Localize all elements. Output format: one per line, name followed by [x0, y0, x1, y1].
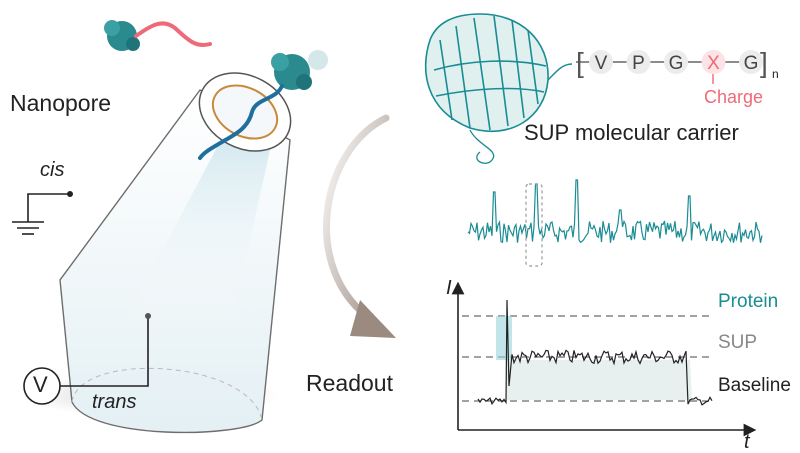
residue-letter: G	[744, 53, 759, 74]
trans-electrode	[145, 313, 151, 319]
sup-tail-free	[134, 21, 212, 47]
readout-label: Readout	[306, 370, 393, 396]
residue-bubble	[589, 50, 613, 74]
x-axis-label: t	[744, 431, 750, 453]
subscript-n: n	[772, 67, 779, 81]
charge-label: Charge	[704, 87, 764, 107]
pore-mouth	[198, 72, 292, 152]
trace-line	[467, 179, 763, 244]
gfp-structure	[424, 13, 573, 164]
sequence-row: [ ] V P G X G	[576, 47, 768, 84]
carrier-caption: SUP molecular carrier	[524, 122, 739, 144]
residue-bubble	[739, 50, 763, 74]
residue-bubble	[626, 50, 651, 74]
residue-bubble	[664, 50, 688, 74]
event-fill	[506, 360, 692, 400]
voltage-source-icon	[23, 367, 61, 405]
residue-letter: V	[595, 53, 608, 74]
ground-icon	[12, 191, 73, 235]
protein-blob-icon	[104, 20, 140, 51]
level-label-baseline: Baseline	[718, 375, 791, 396]
bracket-close: ]	[760, 47, 768, 78]
residue-letter: X	[707, 53, 720, 74]
readout-arrow	[323, 114, 390, 324]
pore-beam	[120, 138, 270, 330]
sup-chain-threading	[198, 84, 284, 160]
protein-highlight	[496, 316, 512, 360]
level-label-sup: SUP	[718, 332, 758, 353]
bracket-open: [	[576, 47, 584, 78]
voltage-label: V	[33, 372, 48, 397]
level-label-protein: Protein	[718, 291, 779, 312]
residue-bubble	[701, 50, 726, 74]
cis-label: cis	[40, 159, 65, 181]
nanopore-label: Nanopore	[10, 90, 112, 116]
trans-label: trans	[92, 391, 137, 413]
current-trace	[467, 179, 763, 267]
carrier-caption-sup: SUP	[524, 120, 569, 145]
readout-arrow-head	[350, 300, 396, 338]
residue-letter: P	[632, 53, 645, 74]
zoom-plot	[451, 281, 757, 437]
protein-blob-icon	[271, 50, 328, 90]
residue-letter: G	[669, 53, 684, 74]
event-trace	[477, 299, 713, 406]
carrier-caption-rest: molecular carrier	[574, 120, 739, 145]
y-axis-label: I	[446, 277, 452, 299]
trans-wire	[56, 316, 149, 387]
